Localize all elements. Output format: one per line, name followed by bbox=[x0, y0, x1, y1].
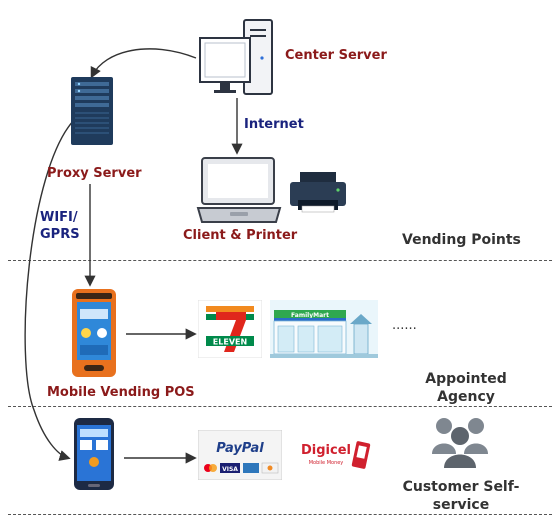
printer-icon bbox=[290, 172, 346, 213]
mobile-pos-icon bbox=[72, 289, 116, 377]
more-agencies-ellipsis: ...... bbox=[392, 318, 417, 333]
center-server-icon bbox=[199, 19, 273, 95]
seven-eleven-text: ELEVEN bbox=[213, 338, 247, 347]
self-service-phone-icon bbox=[74, 418, 114, 490]
proxy-server-label: Proxy Server bbox=[47, 166, 142, 181]
paypal-text: PayPal bbox=[216, 441, 264, 456]
separator-self-service bbox=[8, 514, 552, 515]
separator-agency bbox=[8, 406, 552, 407]
mobile-pos-label: Mobile Vending POS bbox=[47, 385, 195, 400]
wifi-gprs-label: WIFI/ GPRS bbox=[40, 210, 80, 242]
digicel-subtext: Mobile Money bbox=[309, 460, 344, 466]
separator-vending bbox=[8, 260, 552, 261]
zone-self-service-label: Customer Self- service bbox=[402, 479, 520, 513]
customers-group-icon bbox=[432, 418, 488, 468]
digicel-logo: Digicel Mobile Money bbox=[301, 441, 371, 469]
arrow-center-to-proxy bbox=[90, 48, 197, 79]
zone-vending-points-label: Vending Points bbox=[402, 232, 521, 248]
digicel-text: Digicel bbox=[301, 443, 351, 458]
seven-eleven-logo: ELEVEN bbox=[198, 300, 262, 358]
arrow-proxy-to-self-service bbox=[24, 119, 75, 461]
paypal-card-image: PayPal VISA bbox=[198, 430, 282, 480]
zone-appointed-agency-label: Appointed Agency bbox=[425, 371, 507, 405]
visa-text: VISA bbox=[222, 466, 238, 473]
client-laptop-icon bbox=[196, 157, 282, 223]
center-server-label: Center Server bbox=[285, 48, 387, 63]
familymart-text: FamilyMart bbox=[291, 312, 329, 319]
client-printer-label: Client & Printer bbox=[183, 228, 298, 243]
internet-label: Internet bbox=[244, 117, 304, 132]
familymart-store-image: FamilyMart bbox=[270, 300, 378, 358]
proxy-server-icon bbox=[71, 77, 113, 145]
